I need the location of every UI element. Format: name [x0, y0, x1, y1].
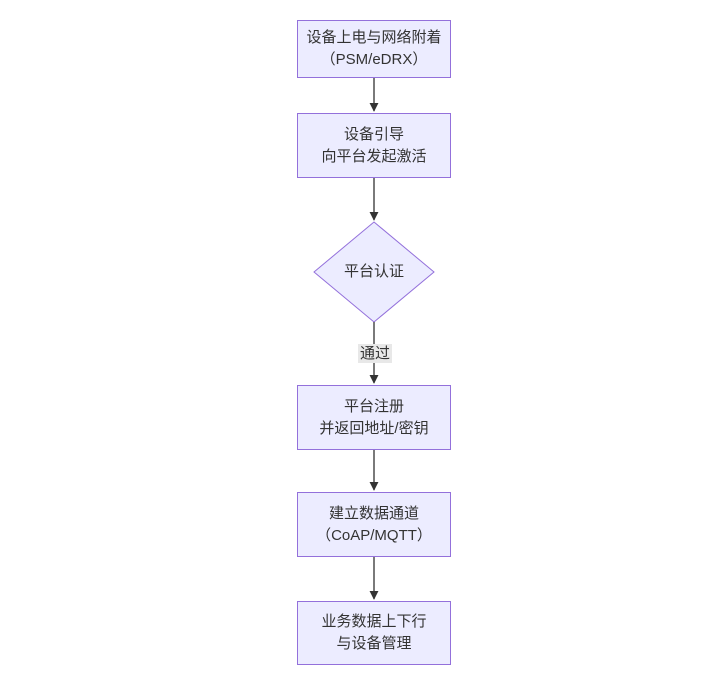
flow-node-business: 业务数据上下行 与设备管理 [297, 601, 451, 665]
node-label-line: （PSM/eDRX） [320, 51, 428, 68]
edge-label-pass: 通过 [358, 344, 393, 363]
node-label-line: 设备上电与网络附着 [306, 29, 442, 46]
node-label-line: 建立数据通道 [328, 504, 419, 522]
flow-node-auth-label: 平台认证 [343, 263, 404, 280]
node-label-line: （CoAP/MQTT） [316, 526, 432, 544]
node-label-line: 业务数据上下行 [321, 613, 427, 630]
node-label-line: 并返回地址/密钥 [319, 419, 429, 437]
flow-node-bootstrap: 设备引导 向平台发起激活 [297, 113, 451, 178]
node-label-line: 向平台发起激活 [321, 147, 427, 165]
node-label-line: 设备引导 [343, 125, 404, 143]
flow-node-power-attach: 设备上电与网络附着 （PSM/eDRX） [297, 20, 451, 78]
node-label-line: 与设备管理 [336, 635, 412, 652]
flow-node-data-channel: 建立数据通道 （CoAP/MQTT） [297, 492, 451, 557]
flow-node-register: 平台注册 并返回地址/密钥 [297, 385, 451, 450]
node-label-line: 平台注册 [343, 397, 404, 415]
